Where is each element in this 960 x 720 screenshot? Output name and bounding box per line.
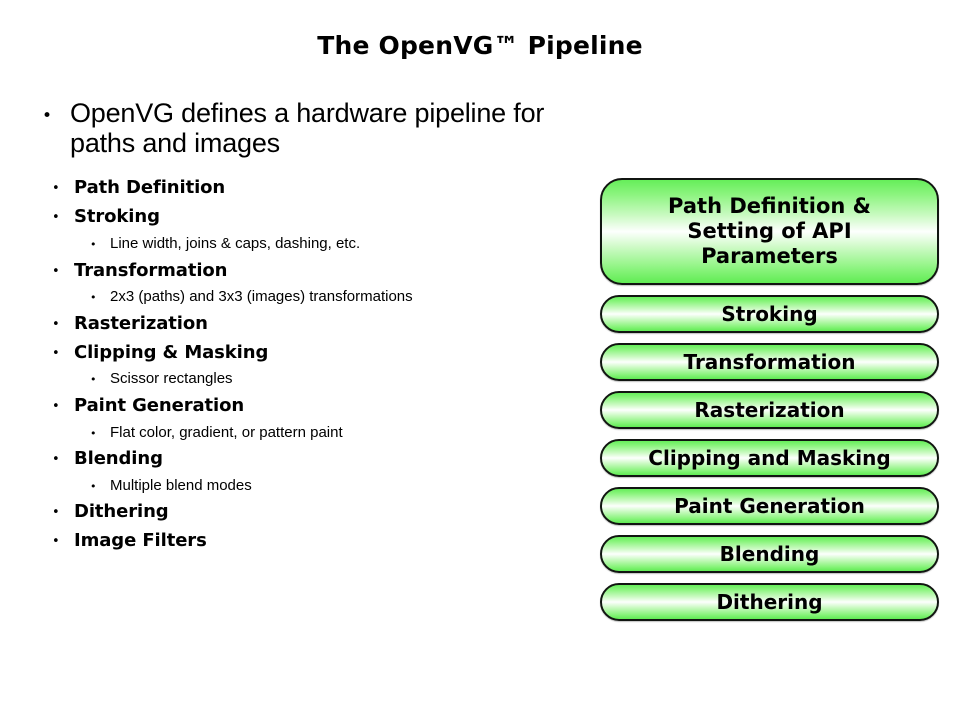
bullet-point-icon: •	[52, 533, 60, 549]
outline-item-label: Paint Generation	[74, 394, 245, 416]
pipeline-stage-label: Path Definition & Setting of API Paramet…	[668, 194, 871, 268]
pipeline-outline-list: • OpenVG defines a hardware pipeline for …	[42, 98, 602, 556]
pipeline-stage-box[interactable]: Paint Generation	[600, 487, 939, 525]
outline-item: • Stroking	[52, 203, 602, 231]
pipeline-stage-label: Dithering	[716, 589, 823, 614]
bullet-point-icon: •	[90, 373, 97, 387]
outline-item-label: Image Filters	[74, 529, 207, 551]
bullet-point-icon: •	[90, 479, 97, 493]
outline-item-label: Blending	[74, 447, 163, 469]
pipeline-stage-label: Paint Generation	[674, 493, 865, 518]
bullet-point-icon: •	[52, 210, 60, 226]
outline-item: • 2x3 (paths) and 3x3 (images) transforma…	[90, 285, 602, 308]
outline-item: • Rasterization	[52, 310, 602, 338]
pipeline-stage-label: Transformation	[683, 349, 856, 374]
outline-item-label: Rasterization	[74, 312, 208, 334]
pipeline-stage-box[interactable]: Dithering	[600, 583, 939, 621]
bullet-point-icon: •	[52, 181, 60, 197]
pipeline-stage-label: Clipping and Masking	[648, 445, 891, 470]
outline-item: • Clipping & Masking	[52, 339, 602, 367]
bullet-point-icon: •	[52, 316, 60, 332]
outline-item-label: Flat color, gradient, or pattern paint	[110, 423, 343, 441]
outline-item-label: 2x3 (paths) and 3x3 (images) transformat…	[110, 288, 413, 306]
pipeline-diagram: Path Definition & Setting of API Paramet…	[600, 178, 939, 631]
outline-item-label: Stroking	[74, 206, 160, 228]
pipeline-stage-box[interactable]: Path Definition & Setting of API Paramet…	[600, 178, 939, 285]
outline-item-label: Multiple blend modes	[110, 476, 252, 494]
bullet-point-icon: •	[42, 106, 53, 126]
pipeline-stage-label: Stroking	[721, 301, 818, 326]
outline-item: • Dithering	[52, 498, 602, 526]
bullet-point-icon: •	[90, 238, 97, 252]
bullet-point-icon: •	[90, 426, 97, 440]
pipeline-stage-label: Blending	[719, 541, 820, 566]
outline-item: • Flat color, gradient, or pattern paint	[90, 421, 602, 444]
outline-item-label: Clipping & Masking	[74, 341, 269, 363]
outline-item: • Scissor rectangles	[90, 367, 602, 390]
outline-item-label: OpenVG defines a hardware pipeline for p…	[70, 98, 545, 159]
bullet-point-icon: •	[52, 263, 60, 279]
pipeline-stage-label: Rasterization	[694, 397, 845, 422]
outline-item-label: Scissor rectangles	[110, 370, 233, 388]
outline-item-label: Transformation	[74, 259, 228, 281]
outline-item: • OpenVG defines a hardware pipeline for …	[42, 98, 602, 158]
pipeline-stage-box[interactable]: Transformation	[600, 343, 939, 381]
bullet-point-icon: •	[52, 504, 60, 520]
outline-item: • Image Filters	[52, 527, 602, 555]
outline-item: • Blending	[52, 445, 602, 473]
outline-item: • Transformation	[52, 257, 602, 285]
outline-item-label: Line width, joins & caps, dashing, etc.	[110, 235, 361, 253]
bullet-point-icon: •	[52, 451, 60, 467]
bullet-point-icon: •	[90, 291, 97, 305]
outline-item: • Path Definition	[52, 174, 602, 202]
outline-item: • Multiple blend modes	[90, 474, 602, 497]
pipeline-stage-box[interactable]: Rasterization	[600, 391, 939, 429]
page-title: The OpenVG™ Pipeline	[317, 30, 643, 60]
outline-item-label: Path Definition	[74, 177, 226, 199]
outline-item: • Line width, joins & caps, dashing, etc.	[90, 232, 602, 255]
bullet-point-icon: •	[52, 398, 60, 414]
outline-item: • Paint Generation	[52, 392, 602, 420]
outline-item-label: Dithering	[74, 500, 169, 522]
pipeline-stage-box[interactable]: Clipping and Masking	[600, 439, 939, 477]
bullet-point-icon: •	[52, 345, 60, 361]
pipeline-stage-box[interactable]: Stroking	[600, 295, 939, 333]
pipeline-stage-box[interactable]: Blending	[600, 535, 939, 573]
